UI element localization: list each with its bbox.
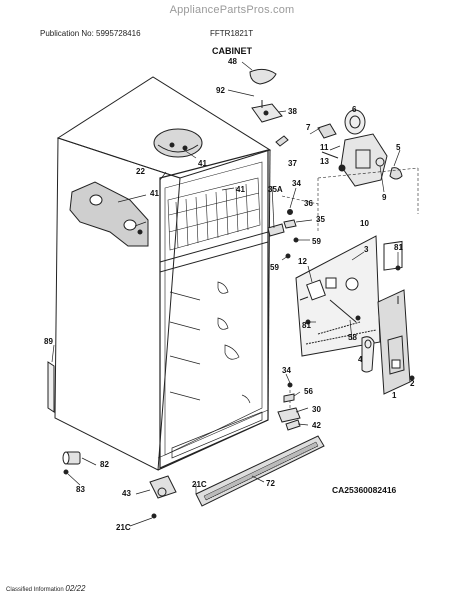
bottom-rail <box>171 411 263 459</box>
callout-59-right: 59 <box>312 237 321 246</box>
leader-lines <box>51 61 401 527</box>
callout-34-low: 34 <box>282 366 291 375</box>
toe-grille <box>195 435 325 507</box>
callout-56: 56 <box>304 387 313 396</box>
callout-36: 36 <box>304 199 313 208</box>
callout-41-side: 41 <box>150 189 159 198</box>
callout-4: 4 <box>358 355 363 364</box>
section-title: CABINET <box>212 46 252 56</box>
callout-11: 11 <box>320 143 329 152</box>
callout-13: 13 <box>320 157 329 166</box>
callout-7: 7 <box>306 123 311 132</box>
dispenser-panel <box>295 235 381 357</box>
callout-34-top: 34 <box>292 179 301 188</box>
callout-82: 82 <box>100 460 109 469</box>
footer-classified: Classified Information <box>6 587 64 593</box>
model-number: FFTR1821T <box>210 29 254 38</box>
callout-6: 6 <box>352 105 357 114</box>
callout-5: 5 <box>396 143 401 152</box>
callout-48: 48 <box>228 57 237 66</box>
freezer-shelf <box>167 177 261 251</box>
hinge-pin <box>275 135 289 147</box>
shelf-supports <box>169 281 251 404</box>
callout-1: 1 <box>392 391 397 400</box>
callout-89: 89 <box>44 337 53 346</box>
dispenser-mechanism <box>317 109 403 187</box>
publication-number: Publication No: 5995728416 <box>40 29 141 38</box>
dispenser-paddle <box>361 336 375 373</box>
callout-30: 30 <box>312 405 321 414</box>
callout-9: 9 <box>382 193 387 202</box>
roller-pin <box>63 469 69 475</box>
callout-35: 35 <box>316 215 325 224</box>
cabinet-shell <box>54 76 272 471</box>
callout-37: 37 <box>288 159 297 168</box>
callout-58: 58 <box>348 333 357 342</box>
footer-page: 02/22 <box>65 584 86 593</box>
callout-38: 38 <box>288 107 297 116</box>
callout-59-left: 59 <box>270 263 279 272</box>
callout-92: 92 <box>216 86 225 95</box>
callout-12: 12 <box>298 257 307 266</box>
callout-21c-lower: 21C <box>116 523 131 532</box>
callout-41-mid: 41 <box>236 185 245 194</box>
leveling-leg <box>62 451 81 465</box>
callout-81-right: 81 <box>394 243 403 252</box>
callout-42: 42 <box>312 421 321 430</box>
lower-hinge-parts <box>277 382 301 431</box>
callout-83: 83 <box>76 485 85 494</box>
callout-72: 72 <box>266 479 275 488</box>
screws <box>305 265 415 381</box>
insulation-side <box>69 181 149 247</box>
site-watermark: AppliancePartsPros.com <box>169 4 295 16</box>
callout-35a: 35A <box>268 185 283 194</box>
callout-3: 3 <box>364 245 369 254</box>
callout-43: 43 <box>122 489 131 498</box>
dispenser-housing <box>377 240 411 395</box>
callout-41-top: 41 <box>198 159 207 168</box>
callout-2: 2 <box>410 379 415 388</box>
hinge-cap <box>249 68 277 85</box>
callout-labels: 48 92 38 7 11 6 41 37 13 5 22 34 41 41 9… <box>44 57 415 532</box>
callout-81-left: 81 <box>302 321 311 330</box>
top-hinge <box>251 100 283 123</box>
rear-panel <box>47 361 55 413</box>
footer: Classified Information 02/22 <box>6 584 85 593</box>
rear-roller-bracket <box>149 475 177 519</box>
insulation-top <box>153 128 203 158</box>
callout-22: 22 <box>136 167 145 176</box>
callout-10: 10 <box>360 219 369 228</box>
diagram-code: CA25360082416 <box>332 485 397 495</box>
mounting-clips <box>267 209 299 259</box>
callout-21c-upper: 21C <box>192 480 207 489</box>
